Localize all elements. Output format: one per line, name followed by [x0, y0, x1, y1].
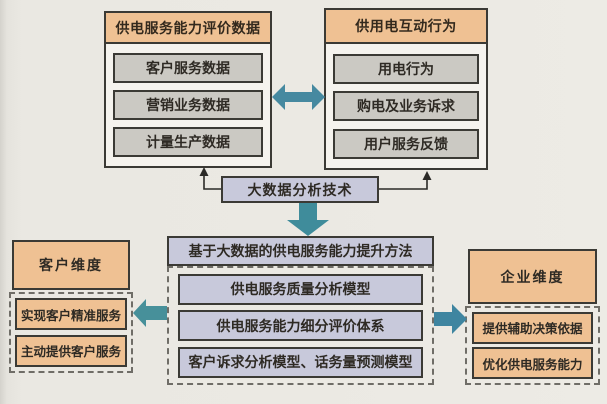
bigdata-analysis-box: 大数据分析技术 — [221, 176, 379, 203]
evaluation-data-item: 营销业务数据 — [113, 90, 263, 120]
panel-interaction-behavior: 供用电互动行为 用电行为 购电及业务诉求 用户服务反馈 — [324, 8, 488, 170]
panel-interaction-behavior-title: 供用电互动行为 — [326, 10, 486, 44]
method-to-enterprise-arrow — [434, 304, 467, 334]
customer-dimension-group: 实现客户精准服务 主动提供客户服务 — [9, 292, 133, 373]
panel-evaluation-data-body: 客户服务数据 营销业务数据 计量生产数据 — [106, 44, 270, 166]
enterprise-dimension-title: 企业维度 — [468, 249, 597, 304]
customer-dimension-title: 客户维度 — [12, 240, 130, 290]
analysis-to-evaluation-connector — [203, 174, 221, 190]
method-panel-group: 供电服务质量分析模型 供电服务能力细分评价体系 客户诉求分析模型、话务量预测模型 — [167, 266, 434, 385]
enterprise-outcome-item: 优化供电服务能力 — [472, 347, 593, 380]
method-item: 供电服务质量分析模型 — [178, 273, 423, 305]
analysis-to-interaction-arrowhead — [422, 171, 432, 180]
evaluation-data-item: 计量生产数据 — [113, 127, 263, 157]
customer-outcome-item: 主动提供客户服务 — [15, 334, 127, 367]
evaluation-data-item: 客户服务数据 — [113, 53, 263, 83]
analysis-to-interaction-connector — [379, 179, 428, 190]
method-item: 供电服务能力细分评价体系 — [178, 310, 423, 341]
method-item: 客户诉求分析模型、话务量预测模型 — [178, 346, 423, 378]
enterprise-dimension-group: 提供辅助决策依据 优化供电服务能力 — [465, 306, 600, 385]
analysis-to-method-arrow — [287, 203, 329, 236]
enterprise-outcome-item: 提供辅助决策依据 — [472, 311, 593, 344]
panel-evaluation-data-title: 供电服务能力评价数据 — [106, 13, 270, 44]
exchange-double-arrow — [272, 84, 325, 110]
customer-outcome-item: 实现客户精准服务 — [15, 298, 127, 331]
method-to-customer-arrow — [133, 299, 167, 327]
analysis-to-evaluation-arrowhead — [199, 167, 209, 176]
panel-evaluation-data: 供电服务能力评价数据 客户服务数据 营销业务数据 计量生产数据 — [104, 11, 272, 168]
method-panel-title: 基于大数据的供电服务能力提升方法 — [167, 236, 434, 266]
interaction-behavior-item: 用户服务反馈 — [333, 128, 479, 159]
panel-interaction-behavior-body: 用电行为 购电及业务诉求 用户服务反馈 — [326, 44, 486, 168]
interaction-behavior-item: 购电及业务诉求 — [333, 91, 479, 121]
interaction-behavior-item: 用电行为 — [333, 53, 479, 84]
